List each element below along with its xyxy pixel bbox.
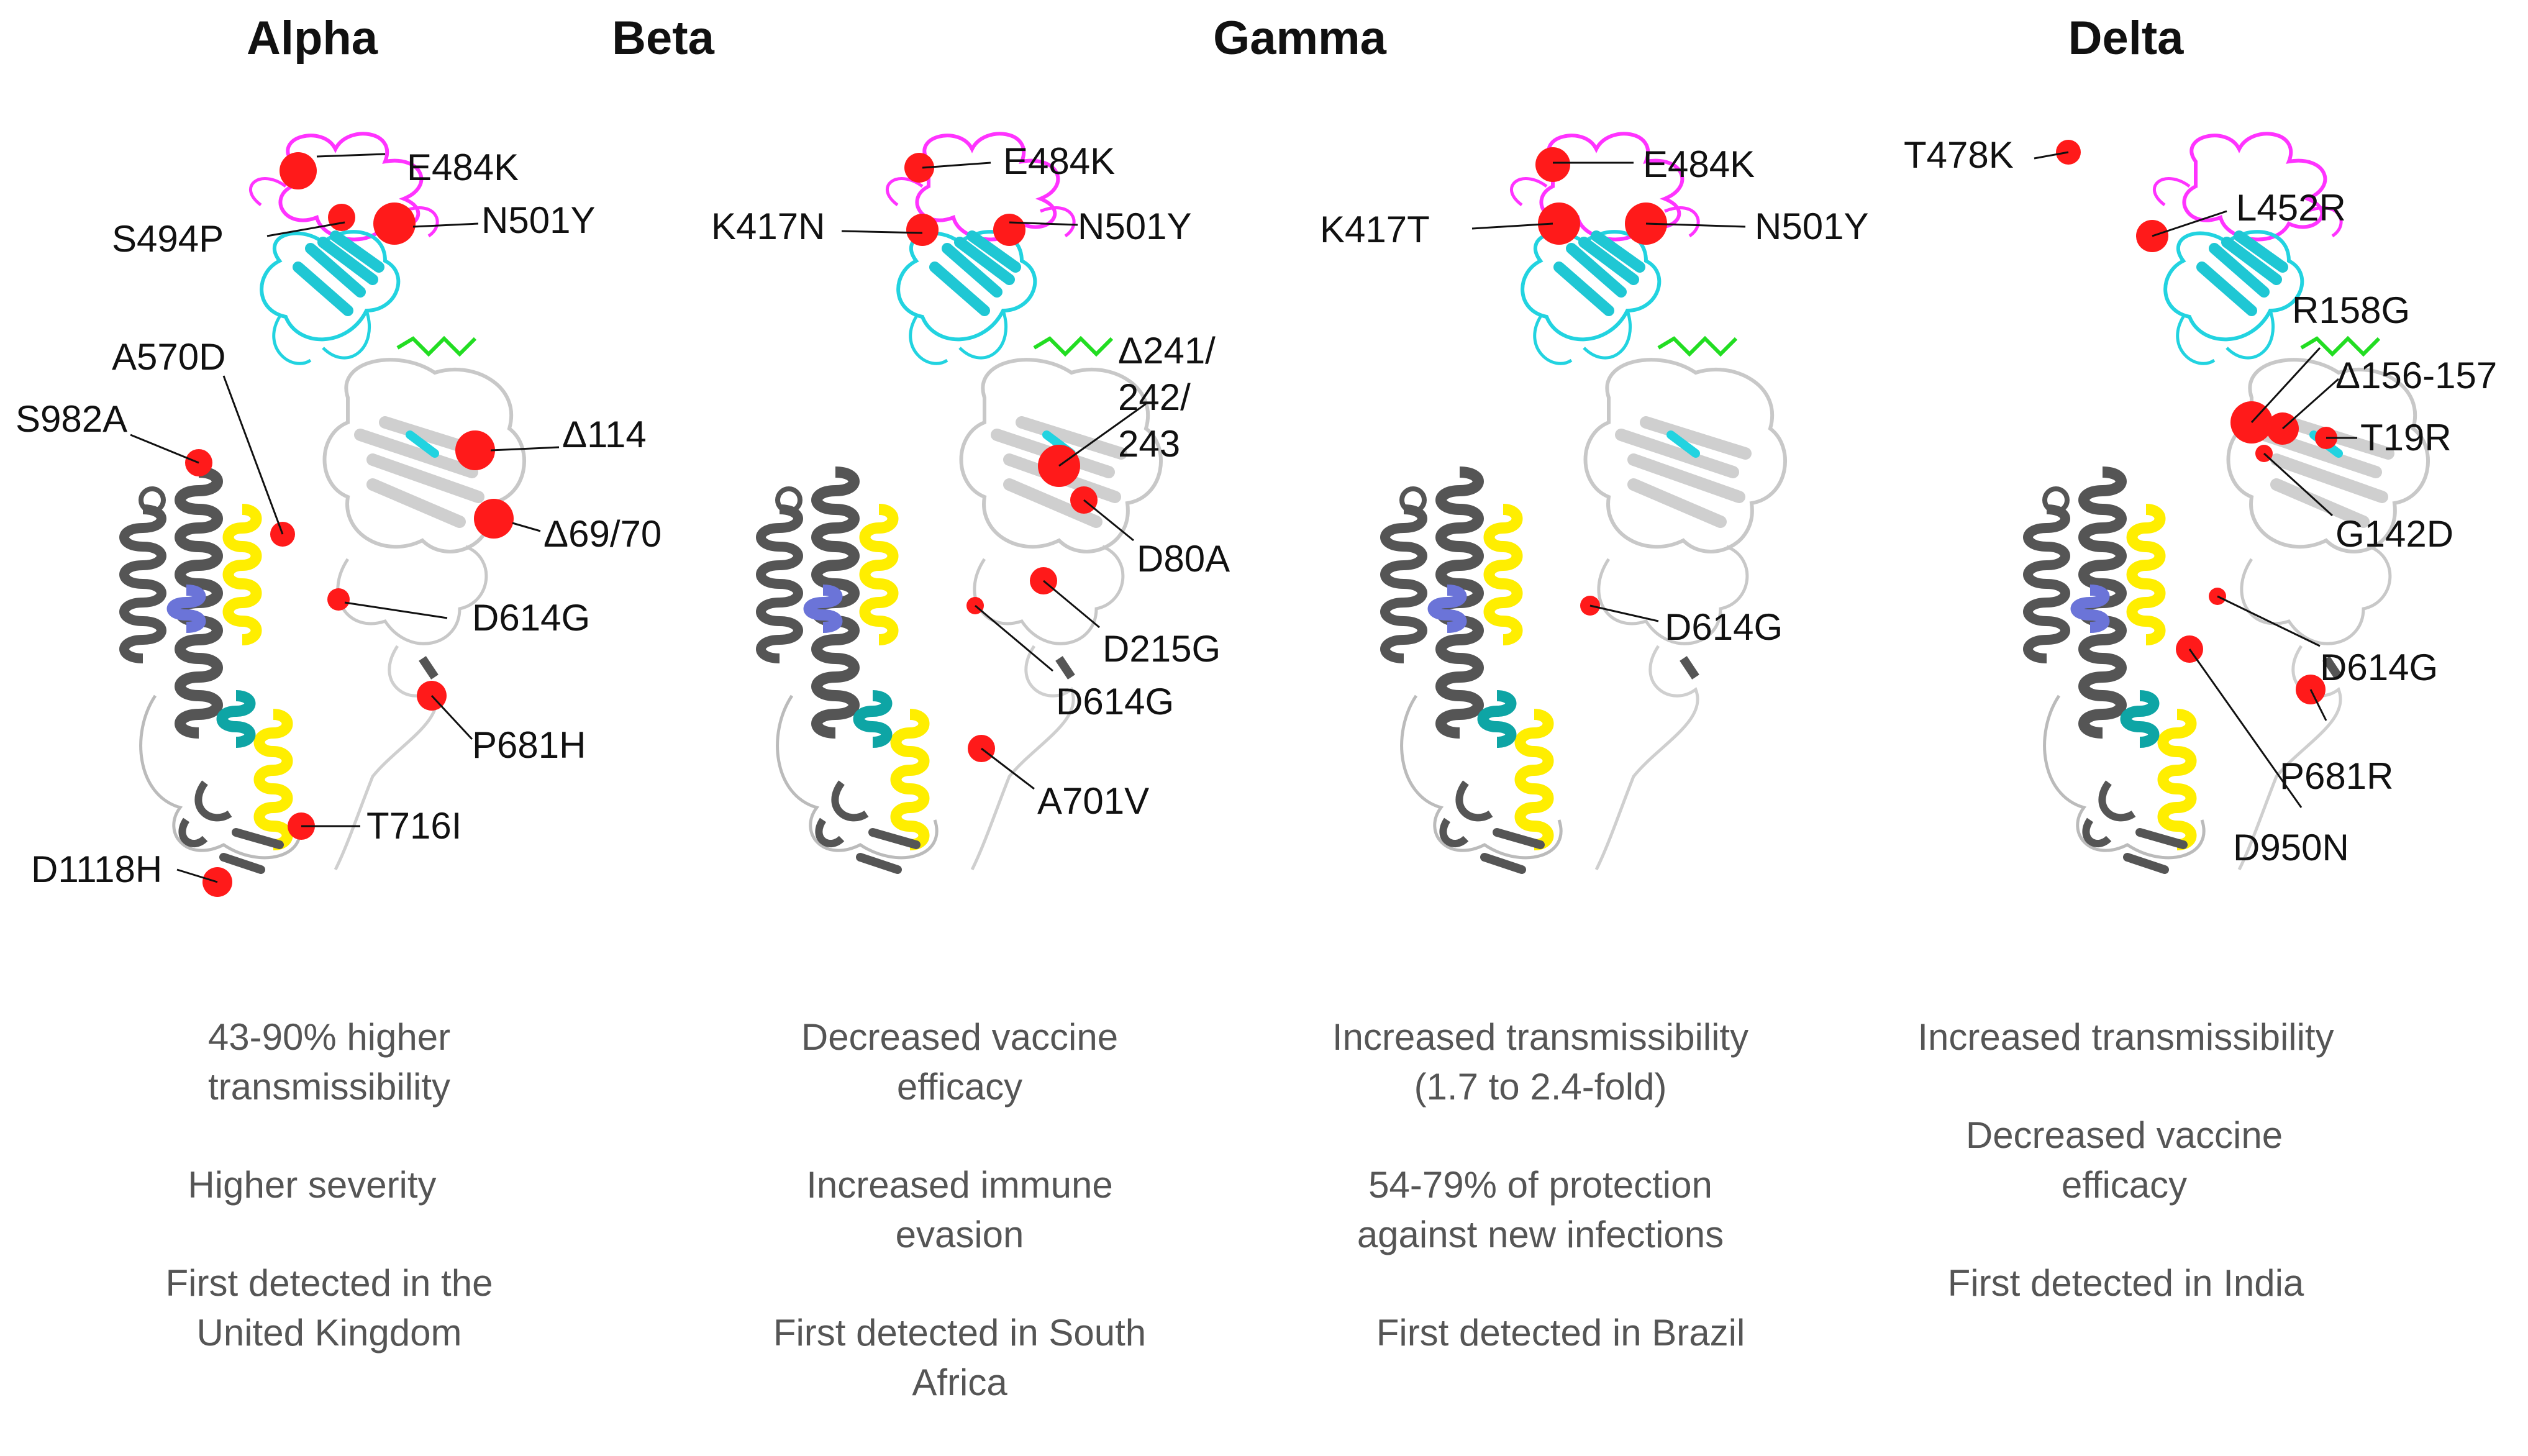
mutation-label: 242/ <box>1118 376 1191 418</box>
variant-panel-delta: Delta T478K L452R R158G Δ156-1 <box>1873 0 2497 1409</box>
description-line: Increased transmissibility (1.7 to 2.4-f… <box>1332 1016 1749 1108</box>
mutation-label: T716I <box>366 805 461 847</box>
variant-title: Delta <box>2068 12 2184 65</box>
mutation-marker <box>906 214 939 246</box>
mutation-label: Δ69/70 <box>543 513 662 555</box>
variant-panel-gamma: Gamma E484K K417T N501Y D614G Increased … <box>1213 0 1873 1409</box>
mutation-label: Δ114 <box>562 414 647 455</box>
spike-structure: E484K K417T N501Y D614G <box>1320 0 1868 969</box>
mutation-marker <box>1538 202 1580 245</box>
mutation-label: K417N <box>711 206 825 247</box>
mutation-label: A570D <box>112 336 225 378</box>
description-line: 43-90% higher transmissibility <box>207 1016 451 1108</box>
mutation-label: D614G <box>472 597 590 639</box>
description-line: First detected in South Africa <box>773 1312 1147 1403</box>
description-line: Increased immune evasion <box>806 1164 1113 1255</box>
spike-structure: E484K S494P N501Y A570D S982A Δ114 Δ69/7… <box>16 0 662 897</box>
mutation-label: A701V <box>1037 780 1149 822</box>
variant-title: Alpha <box>246 12 378 65</box>
spike-structure: E484K K417N N501Y Δ241/ 242/ 243 D80A D2… <box>711 0 1230 969</box>
mutation-label: N501Y <box>481 199 595 241</box>
mutation-label: P681R <box>2280 755 2393 797</box>
mutation-label: R158G <box>2292 289 2410 331</box>
mutation-label: S982A <box>16 398 127 440</box>
description-line: First detected in the United Kingdom <box>165 1262 493 1354</box>
mutation-label: D614G <box>1665 606 1783 648</box>
mutation-label: K417T <box>1320 209 1430 250</box>
spike-structure: T478K L452R R158G Δ156-157 T19R G142D D6… <box>1904 0 2497 969</box>
mutation-label: 243 <box>1118 423 1180 465</box>
variant-description: Increased transmissibility (1.7 to 2.4-f… <box>1248 1012 1873 1406</box>
mutation-label: N501Y <box>1078 206 1191 247</box>
mutation-marker <box>1535 147 1570 182</box>
mutation-marker <box>327 588 350 611</box>
mutation-marker <box>904 153 934 183</box>
mutation-marker <box>993 214 1025 246</box>
mutation-marker <box>474 499 514 539</box>
description-line: 54-79% of protection against new infecti… <box>1357 1164 1724 1255</box>
description-line: Decreased vaccine efficacy <box>1965 1114 2283 1206</box>
mutation-marker <box>328 204 355 231</box>
mutation-label: T478K <box>1904 134 2014 176</box>
description-line: Higher severity <box>188 1164 437 1206</box>
description-line: First detected in India <box>1947 1262 2304 1304</box>
mutation-label: D80A <box>1137 538 1230 580</box>
variant-panel-beta: Beta E484K K417N N501Y Δ241/ 242/ 24 <box>612 0 1248 1409</box>
mutation-marker <box>455 430 495 470</box>
variant-title: Gamma <box>1213 12 1386 65</box>
mutation-label: S494P <box>112 218 224 260</box>
mutation-label: D950N <box>2233 827 2349 868</box>
mutation-label: P681H <box>472 724 586 766</box>
mutation-label: E484K <box>1643 143 1755 185</box>
mutation-label: G142D <box>2335 513 2453 555</box>
variant-description: Decreased vaccine efficacy Increased imm… <box>649 1012 1273 1456</box>
mutation-label: Δ241/ <box>1118 330 1216 371</box>
variant-description: Increased transmissibility Decreased vac… <box>1814 1012 2438 1357</box>
mutation-label: T19R <box>2360 417 2452 458</box>
variant-title: Beta <box>612 12 714 65</box>
variant-panel-alpha: Alpha E484K <box>0 0 662 1409</box>
description-line: First detected in Brazil <box>1376 1312 1745 1354</box>
description-line: Decreased vaccine efficacy <box>801 1016 1119 1108</box>
variant-description: 43-90% higher transmissibility Higher se… <box>0 1012 624 1406</box>
mutation-marker <box>373 202 416 245</box>
mutation-marker <box>280 152 317 189</box>
description-line: Increased transmissibility <box>1917 1016 2334 1058</box>
mutation-label: Δ156-157 <box>2335 355 2497 396</box>
mutation-label: D614G <box>2320 647 2438 688</box>
mutation-label: N501Y <box>1755 206 1868 247</box>
mutation-label: E484K <box>407 147 519 188</box>
mutation-label: D1118H <box>31 849 162 890</box>
mutation-label: D215G <box>1103 628 1221 670</box>
mutation-label: L452R <box>2236 187 2346 229</box>
mutation-label: D614G <box>1056 681 1174 722</box>
mutation-label: E484K <box>1003 140 1115 182</box>
